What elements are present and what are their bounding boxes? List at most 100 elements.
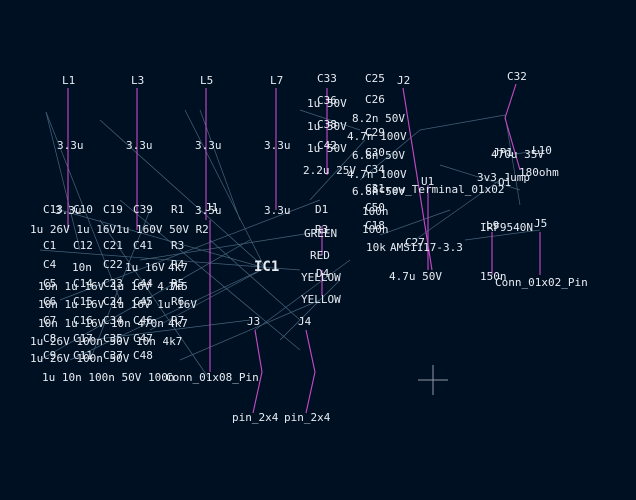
ref-J4[interactable]: J4: [298, 315, 312, 328]
ratsnest-line: [299, 109, 361, 131]
ref-C5[interactable]: C5: [43, 277, 57, 290]
ref-C48[interactable]: C48: [133, 349, 153, 362]
ref-R3b[interactable]: R3: [171, 239, 185, 252]
ref-C10[interactable]: C10: [73, 203, 93, 216]
ref-C21[interactable]: C21: [103, 239, 123, 252]
ref-R4[interactable]: R4: [171, 258, 185, 271]
ref-R6[interactable]: R6: [171, 295, 185, 308]
ref-C22[interactable]: C22: [103, 258, 123, 271]
value-180ohm: 180ohm: [519, 166, 559, 179]
ref-D1[interactable]: D1: [315, 203, 329, 216]
ratsnest-line: [504, 149, 549, 156]
ref-R3[interactable]: R3: [315, 223, 329, 236]
ratsnest-line: [504, 114, 521, 206]
value-pin-2x4: pin_2x4: [232, 411, 279, 424]
ref-C41[interactable]: C41: [133, 239, 153, 252]
ref-C38[interactable]: C38: [317, 118, 337, 131]
ref-D4[interactable]: D4: [316, 267, 330, 280]
value-470u: 470u 35V: [491, 148, 544, 161]
ratsnest-line: [45, 111, 81, 251]
value-screw-terminal: Screw_Terminal_01x02: [372, 183, 505, 196]
value-3-3u: 3.3u: [57, 139, 84, 152]
ref-C14[interactable]: C14: [73, 277, 93, 290]
ref-IC1[interactable]: IC1: [254, 259, 280, 275]
ref-R1[interactable]: R1: [171, 203, 185, 216]
value-c38: 1u 50V: [307, 120, 347, 133]
ref-C34[interactable]: C34: [365, 163, 385, 176]
value-c31: 6.8n 50V: [352, 185, 405, 198]
ref-C31[interactable]: C31: [365, 182, 385, 195]
ref-L7[interactable]: L7: [270, 74, 284, 87]
value-c34-2: 4.7n 100V: [347, 168, 407, 181]
ref-C27[interactable]: C27: [405, 236, 425, 249]
ref-R7[interactable]: R7: [171, 314, 185, 327]
ref-L3[interactable]: L3: [131, 74, 145, 87]
ref-C23[interactable]: C23: [103, 277, 123, 290]
ref-Q1[interactable]: Q1: [498, 176, 512, 189]
value-4k7: 4k7: [168, 317, 188, 330]
ref-L1[interactable]: L1: [62, 74, 76, 87]
ref-C35[interactable]: C35: [103, 332, 123, 345]
row-values: 10n 1u 16V 1u 16V 1u 16V: [38, 298, 197, 311]
value-150n: 150n: [480, 270, 507, 283]
value-yellow: YELLOW: [301, 271, 341, 284]
ref-C46[interactable]: C46: [133, 314, 153, 327]
value-red: RED: [310, 249, 330, 262]
ref-C37[interactable]: C37: [103, 349, 123, 362]
value-c30: 6.8n 50V: [352, 149, 405, 162]
ref-U1[interactable]: U1: [421, 175, 435, 188]
ref-C4[interactable]: C4: [43, 258, 57, 271]
ref-C30[interactable]: C30: [365, 146, 385, 159]
ref-C8[interactable]: C8: [43, 332, 57, 345]
ratsnest-line: [199, 109, 241, 221]
ref-C47[interactable]: C47: [133, 332, 153, 345]
value-3-3u: 3.3u: [55, 204, 82, 217]
ref-C50[interactable]: C50: [365, 201, 385, 214]
ref-C6[interactable]: C6: [43, 295, 57, 308]
ratsnest-line: [89, 209, 151, 361]
ref-JP1[interactable]: JP1: [493, 146, 513, 159]
ratsnest-line: [59, 199, 321, 301]
ref-C24[interactable]: C24: [103, 295, 123, 308]
ref-C7[interactable]: C7: [43, 314, 57, 327]
ref-C34b[interactable]: C34: [103, 314, 123, 327]
ref-L9[interactable]: L9: [486, 219, 500, 232]
ref-C15[interactable]: C15: [73, 295, 93, 308]
ref-C33[interactable]: C33: [317, 72, 337, 85]
ref-L5[interactable]: L5: [200, 74, 214, 87]
ref-C18[interactable]: C18: [365, 219, 385, 232]
ref-J5[interactable]: J5: [534, 217, 548, 230]
ratsnest-line: [439, 164, 521, 191]
ref-C1[interactable]: C1: [43, 239, 57, 252]
ref-C25[interactable]: C25: [365, 72, 385, 85]
ref-L10[interactable]: L10: [532, 144, 552, 157]
ratsnest-line: [419, 114, 506, 131]
value-3-5u: 3.5u: [195, 204, 222, 217]
ref-C12[interactable]: C12: [73, 239, 93, 252]
ref-C19[interactable]: C19: [103, 203, 123, 216]
ref-C17[interactable]: C17: [73, 332, 93, 345]
ref-C36[interactable]: C36: [317, 94, 337, 107]
ref-R5[interactable]: R5: [171, 277, 185, 290]
value-3v3-jump: 3v3 Jump: [477, 171, 530, 184]
ref-C9[interactable]: C9: [43, 349, 57, 362]
value-c26: 8.2n 50V: [352, 112, 405, 125]
value-ams1117: AMS1117-3.3: [390, 241, 463, 254]
ref-C11[interactable]: C11: [73, 349, 93, 362]
ref-C39[interactable]: C39: [133, 203, 153, 216]
ratsnest-line: [139, 229, 331, 261]
ref-J1[interactable]: J1: [205, 201, 219, 214]
ref-C13[interactable]: C13: [43, 203, 63, 216]
ref-C16[interactable]: C16: [73, 314, 93, 327]
ref-J2[interactable]: J2: [397, 74, 411, 87]
ref-C26[interactable]: C26: [365, 93, 385, 106]
ratsnest-line: [39, 249, 301, 271]
ref-C29[interactable]: C29: [365, 126, 385, 139]
ref-C32[interactable]: C32: [507, 70, 527, 83]
ref-C44[interactable]: C44: [133, 277, 153, 290]
ref-C45[interactable]: C45: [133, 295, 153, 308]
ref-J3[interactable]: J3: [247, 315, 261, 328]
ratsnest-line: [69, 267, 266, 361]
ref-C42[interactable]: C42: [317, 139, 337, 152]
